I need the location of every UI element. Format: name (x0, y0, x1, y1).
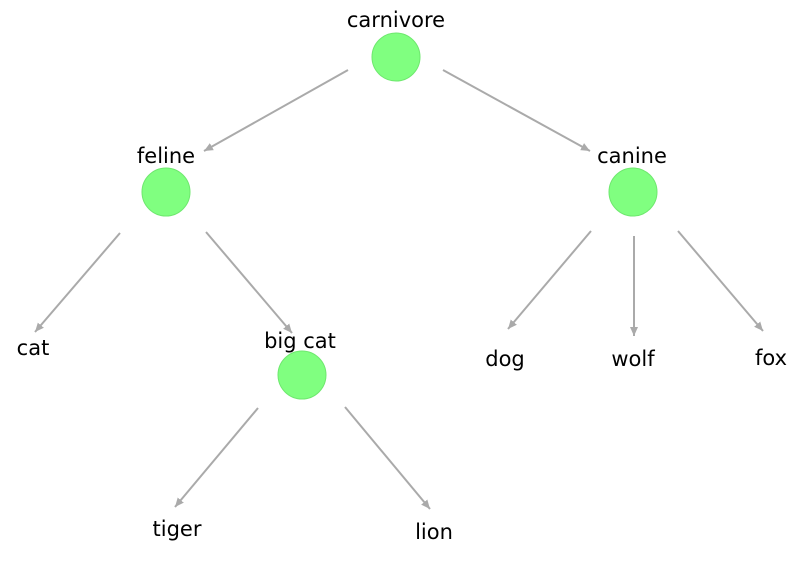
node-label-dog: dog (485, 347, 525, 371)
node-label-wolf: wolf (611, 347, 655, 371)
node-circle-feline (141, 167, 191, 217)
node-tiger: tiger (153, 517, 202, 541)
node-lion: lion (415, 520, 453, 544)
node-label-lion: lion (415, 520, 453, 544)
node-circle-big-cat (277, 350, 327, 400)
node-fox: fox (755, 346, 787, 370)
node-label-tiger: tiger (153, 517, 202, 541)
node-circle-carnivore (371, 32, 421, 82)
node-dog: dog (485, 347, 525, 371)
nodes-layer: carnivore feline canine big cat cat tiger lion… (17, 8, 787, 544)
edge-canine-to-fox (677, 230, 764, 332)
node-cat: cat (17, 336, 50, 360)
node-big-cat: big cat (264, 329, 336, 400)
node-feline: feline (137, 144, 195, 217)
edges-layer (34, 69, 764, 510)
edge-carnivore-to-canine (442, 69, 591, 152)
node-label-big-cat: big cat (264, 329, 336, 353)
node-carnivore: carnivore (347, 8, 445, 82)
node-label-feline: feline (137, 144, 195, 168)
node-label-fox: fox (755, 346, 787, 370)
edge-big-cat-to-lion (344, 406, 431, 510)
node-circle-canine (608, 167, 658, 217)
node-label-carnivore: carnivore (347, 8, 445, 32)
edge-carnivore-to-feline (203, 69, 349, 152)
node-wolf: wolf (611, 347, 655, 371)
node-label-cat: cat (17, 336, 50, 360)
node-canine: canine (597, 144, 667, 217)
edge-feline-to-big-cat (205, 231, 293, 334)
edge-feline-to-cat (34, 232, 121, 333)
edge-big-cat-to-tiger (174, 407, 259, 508)
node-label-canine: canine (597, 144, 667, 168)
edge-canine-to-dog (507, 230, 592, 330)
